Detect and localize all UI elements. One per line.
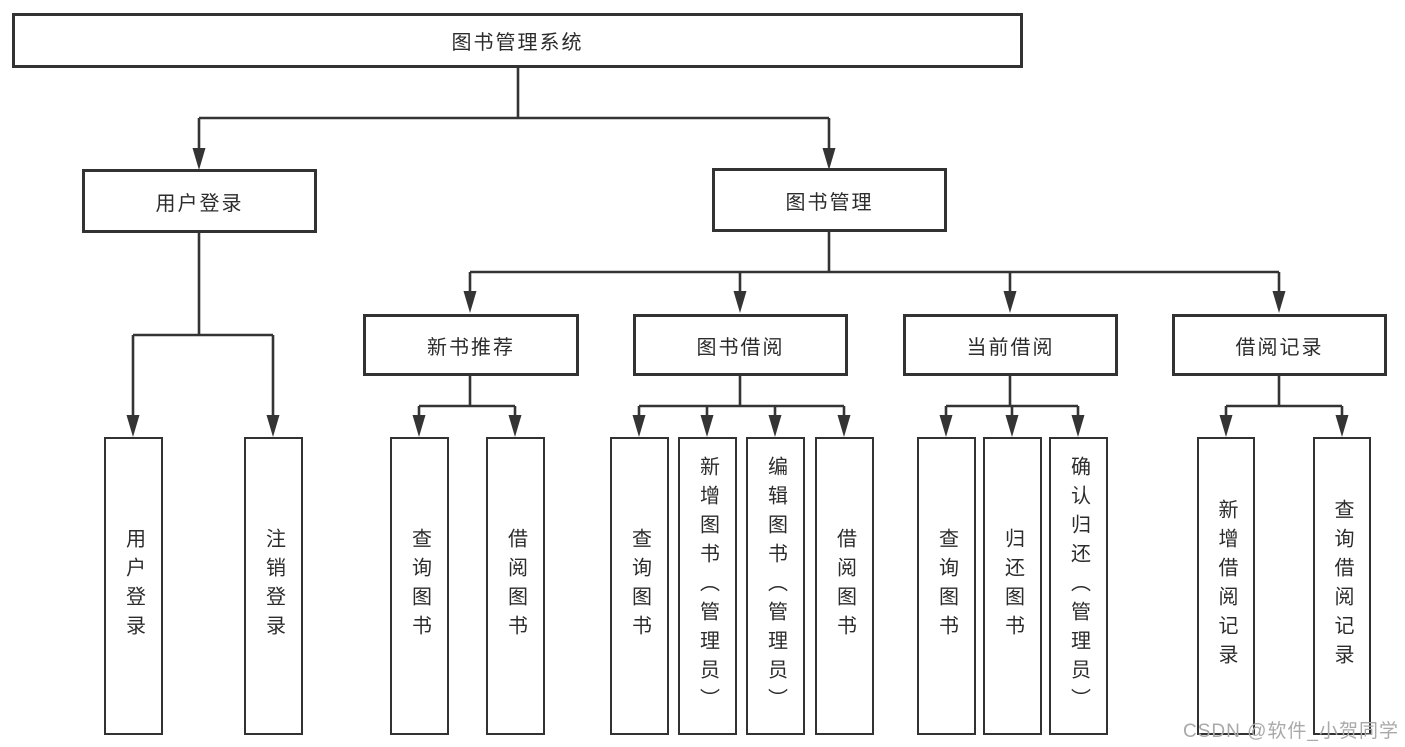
connector-current-borrowing-to-leaves	[939, 376, 1085, 437]
arrowhead	[1071, 415, 1085, 437]
node-user-login: 用户登录	[82, 169, 317, 233]
connector-line	[637, 376, 846, 417]
connector-line	[468, 232, 1281, 293]
leaf-borrow-books-newbook: 借阅图书	[486, 437, 545, 735]
arrowhead	[1335, 415, 1349, 437]
csdn-watermark: CSDN @软件_小贺同学	[1183, 721, 1399, 742]
arrowhead	[412, 415, 426, 437]
leaf-add-borrow-record: 新增借阅记录	[1197, 437, 1255, 735]
leaf-confirm-return-admin: 确认归还（管理员）	[1049, 437, 1108, 735]
arrowhead	[192, 148, 206, 170]
arrowhead	[1272, 291, 1286, 313]
arrowhead	[822, 148, 836, 170]
leaf-add-books-admin: 新增图书（管理员）	[678, 437, 737, 735]
node-borrow-records: 借阅记录	[1172, 314, 1387, 376]
leaf-query-books-borrowing: 查询图书	[610, 437, 669, 735]
arrowhead	[266, 415, 280, 437]
node-book-management: 图书管理	[712, 168, 947, 232]
leaf-query-books-current: 查询图书	[917, 437, 976, 735]
arrowhead	[768, 415, 782, 437]
connector-line	[417, 376, 517, 417]
arrowhead	[126, 415, 140, 437]
connector-book-borrowing-to-leaves	[632, 376, 851, 437]
connector-line	[197, 68, 831, 150]
arrowhead	[463, 291, 477, 313]
arrowhead	[837, 415, 851, 437]
node-current-borrowing: 当前借阅	[903, 314, 1118, 376]
leaf-borrow-books-borrowing: 借阅图书	[815, 437, 874, 735]
arrowhead	[1219, 415, 1233, 437]
leaf-edit-books-admin: 编辑图书（管理员）	[746, 437, 805, 735]
arrowhead	[632, 415, 646, 437]
leaf-return-books: 归还图书	[983, 437, 1042, 735]
node-book-borrowing: 图书借阅	[633, 314, 848, 376]
connector-borrow-records-to-leaves	[1219, 376, 1349, 437]
connector-line	[944, 376, 1080, 417]
connector-book-management-to-level3	[463, 232, 1286, 313]
connector-new-book-recommend-to-leaves	[412, 376, 522, 437]
arrowhead	[1005, 415, 1019, 437]
arrowhead	[1003, 291, 1017, 313]
leaf-query-borrow-record: 查询借阅记录	[1313, 437, 1371, 735]
node-new-book-recommend: 新书推荐	[363, 314, 579, 376]
leaf-user-login: 用户登录	[104, 437, 163, 735]
arrowhead	[700, 415, 714, 437]
connector-line	[1224, 376, 1344, 417]
connector-root-to-level2	[192, 68, 836, 170]
leaf-logout-login: 注销登录	[244, 437, 303, 735]
arrowhead	[939, 415, 953, 437]
arrowhead	[508, 415, 522, 437]
leaf-query-books-newbook: 查询图书	[390, 437, 449, 735]
arrowhead	[733, 291, 747, 313]
connector-user-login-to-leaves	[126, 233, 280, 437]
node-library-system: 图书管理系统	[12, 13, 1023, 68]
connector-line	[131, 233, 275, 417]
